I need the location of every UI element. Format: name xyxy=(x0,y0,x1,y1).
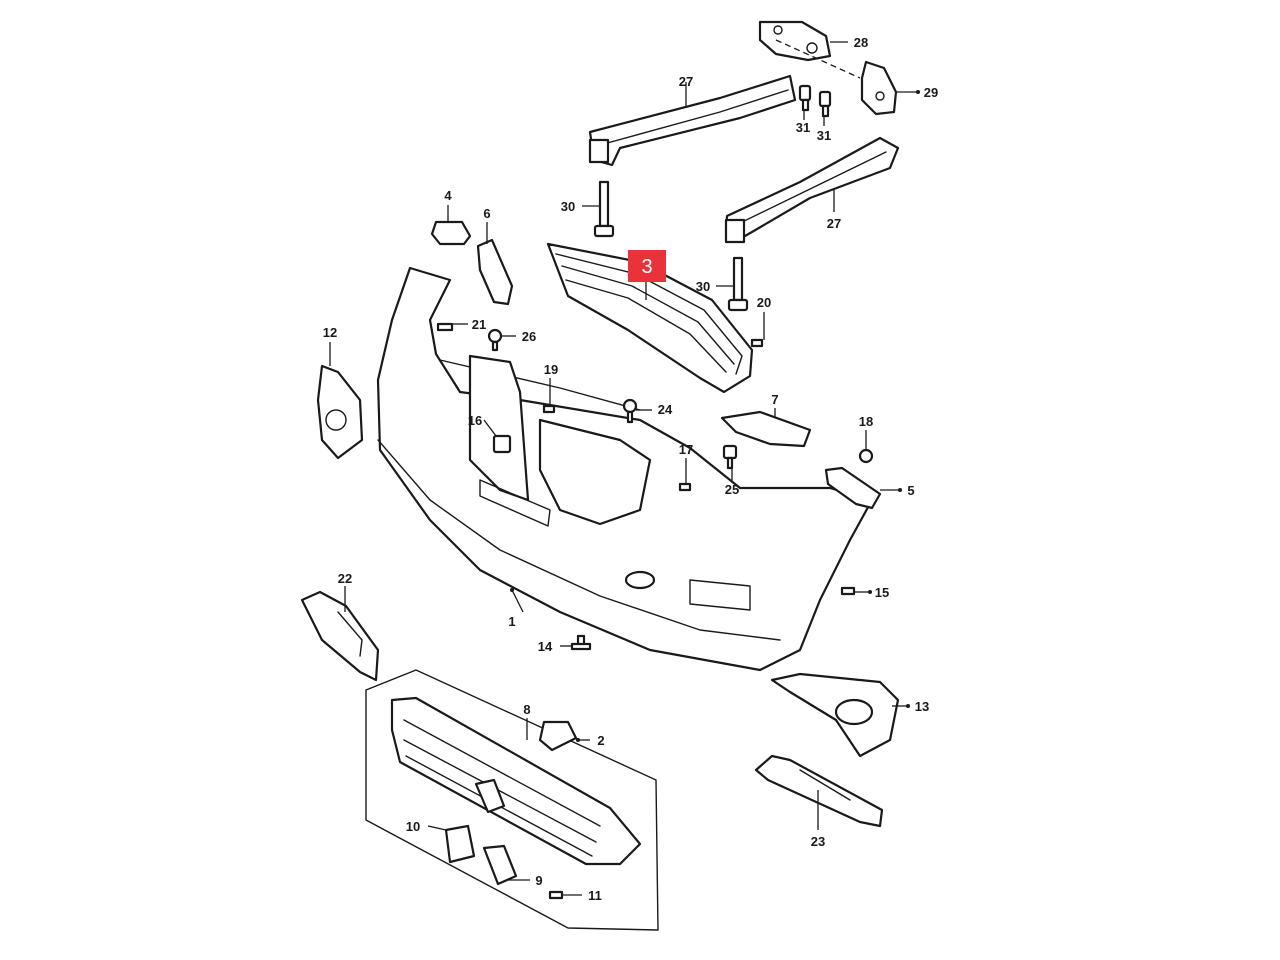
label-part-26: 26 xyxy=(522,329,536,344)
label-part-25: 25 xyxy=(725,482,739,497)
label-part-22: 22 xyxy=(338,571,352,586)
bracket-5 xyxy=(824,466,882,510)
label-part-6: 6 xyxy=(483,206,490,221)
label-part-17: 17 xyxy=(679,442,693,457)
label-part-30-lower: 30 xyxy=(696,279,710,294)
label-part-23: 23 xyxy=(811,834,825,849)
leader-lines xyxy=(329,39,918,896)
screw-11 xyxy=(548,890,564,900)
bolt-18 xyxy=(858,448,874,464)
label-part-1: 1 xyxy=(508,614,515,629)
screw-17 xyxy=(678,482,692,492)
bracket-6 xyxy=(476,238,514,306)
bracket-7 xyxy=(720,410,812,448)
label-part-10: 10 xyxy=(406,819,420,834)
bracket-4 xyxy=(430,220,472,246)
screw-14 xyxy=(570,634,592,651)
label-part-13: 13 xyxy=(915,699,929,714)
bolt-25 xyxy=(722,444,738,470)
side-cover-right xyxy=(754,754,884,828)
label-part-12: 12 xyxy=(323,325,337,340)
bolt-31-a xyxy=(798,84,812,112)
clip-26 xyxy=(487,328,503,352)
label-part-15: 15 xyxy=(875,585,889,600)
reinforcement-upper xyxy=(588,74,797,167)
leader-dots xyxy=(510,90,920,742)
bumper-cover xyxy=(376,266,874,672)
label-part-29: 29 xyxy=(924,85,938,100)
bolt-30-lower xyxy=(727,256,749,312)
bolt-30-upper xyxy=(593,180,615,238)
label-part-30-upper: 30 xyxy=(561,199,575,214)
grille-box xyxy=(365,669,659,931)
highlight-label: 3 xyxy=(641,256,652,278)
label-part-18: 18 xyxy=(859,414,873,429)
label-part-27-lower: 27 xyxy=(827,216,841,231)
side-cover-left xyxy=(300,590,380,682)
fog-cover-right xyxy=(770,672,900,758)
label-part-4: 4 xyxy=(444,188,452,203)
screw-21 xyxy=(436,322,454,332)
label-part-27-upper: 27 xyxy=(679,74,693,89)
label-part-16: 16 xyxy=(468,413,482,428)
label-part-14: 14 xyxy=(538,639,553,654)
label-part-31-a: 31 xyxy=(796,120,810,135)
label-part-20: 20 xyxy=(757,295,771,310)
label-part-5: 5 xyxy=(907,483,914,498)
label-part-11: 11 xyxy=(588,888,602,903)
fog-bracket-left xyxy=(316,364,364,460)
part-labels: 1 2 4 5 6 7 8 9 10 11 12 13 14 15 16 17 … xyxy=(323,35,938,903)
label-part-8: 8 xyxy=(523,702,530,717)
highlight-part-3: 3 xyxy=(628,250,666,282)
bracket-28 xyxy=(758,20,832,62)
bolt-31-b xyxy=(818,90,832,118)
label-part-2: 2 xyxy=(597,733,604,748)
clip-16 xyxy=(492,434,512,454)
emblem-10 xyxy=(444,824,476,864)
label-part-24: 24 xyxy=(658,402,673,417)
label-part-21: 21 xyxy=(472,317,486,332)
screw-15 xyxy=(840,586,856,596)
clip-9 xyxy=(482,844,518,886)
label-part-9: 9 xyxy=(535,873,542,888)
label-part-19: 19 xyxy=(544,362,558,377)
reinforcement-lower xyxy=(724,136,900,244)
upper-grille-panel xyxy=(546,242,754,394)
screw-19 xyxy=(542,404,556,414)
label-part-28: 28 xyxy=(854,35,868,50)
label-part-31-b: 31 xyxy=(817,128,831,143)
label-part-7: 7 xyxy=(771,392,778,407)
bracket-29 xyxy=(860,60,898,116)
clip-24 xyxy=(622,398,638,424)
screw-20 xyxy=(750,338,764,348)
